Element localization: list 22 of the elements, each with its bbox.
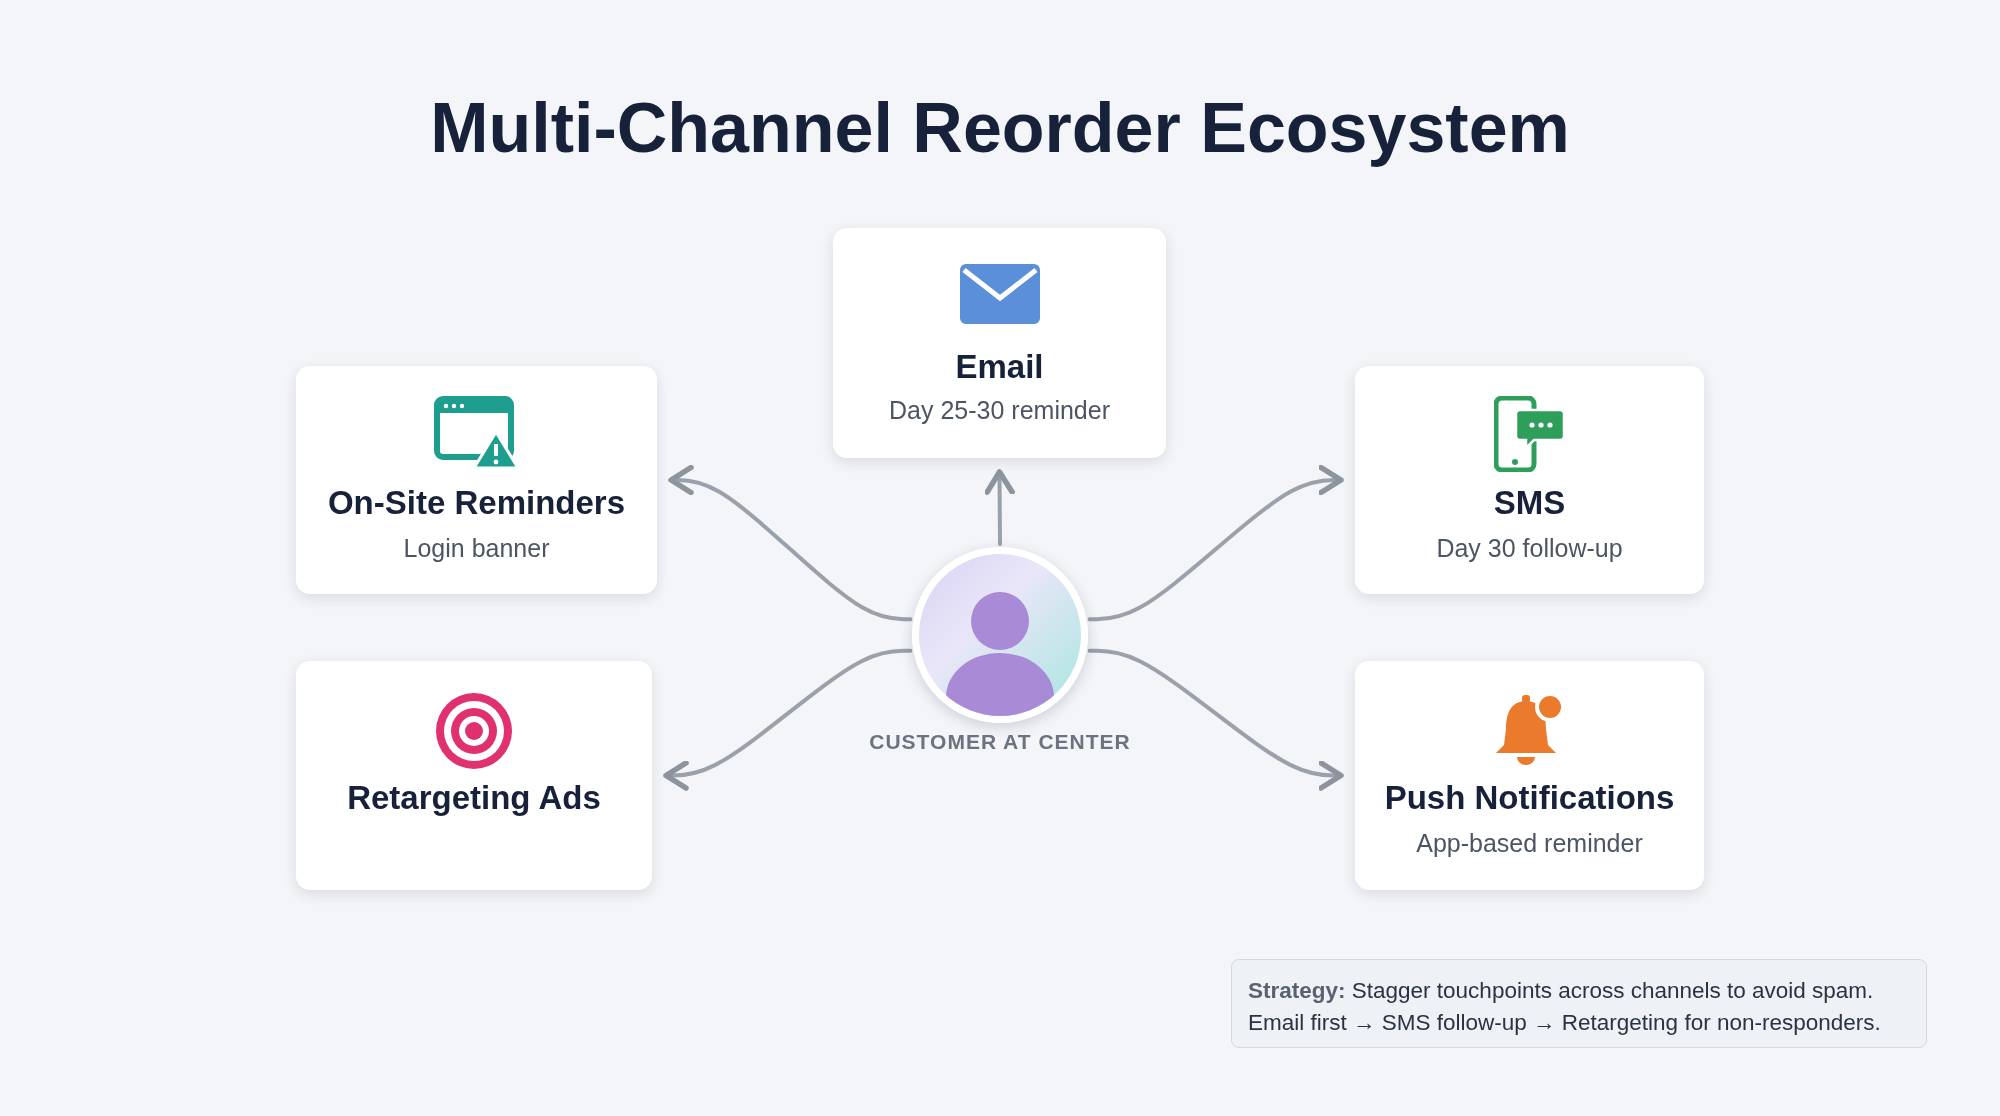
arrow [984, 469, 1015, 546]
card-heading: Email [954, 348, 1045, 386]
channel-card [296, 661, 652, 890]
arrow [663, 648, 913, 791]
card-heading: SMS [1492, 484, 1567, 522]
node-caption: CUSTOMER AT CENTER [868, 730, 1132, 754]
card-subtitle: App-based reminder [1415, 829, 1644, 858]
card-heading: On-Site Reminders [326, 484, 627, 522]
card-subtitle: Day 30 follow-up [1435, 534, 1624, 563]
card-subtitle: Login banner [402, 534, 551, 563]
arrow [1087, 648, 1344, 791]
diagram-title: Multi-Channel Reorder Ecosystem [429, 88, 1571, 168]
card-heading: Retargeting Ads [346, 779, 602, 817]
channel-card [296, 366, 657, 594]
card-subtitle: Day 25-30 reminder [888, 396, 1111, 425]
channel-card [1355, 661, 1704, 890]
strategy-note: Strategy: Stagger touchpoints across channels to avoid spam. Email first → SMS follow-up → Retargeting for non-responders. [1231, 959, 1927, 1048]
channel-card [833, 228, 1166, 458]
card-heading: Push Notifications [1383, 779, 1676, 817]
arrow [668, 464, 913, 622]
arrow [1087, 464, 1344, 622]
channel-card [1355, 366, 1704, 594]
